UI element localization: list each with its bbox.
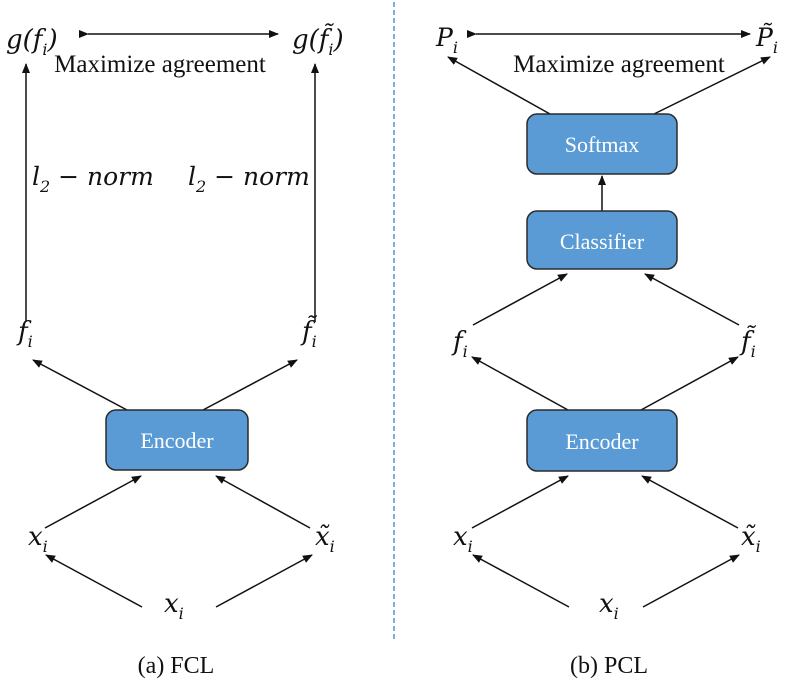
encoder-box (526, 409, 678, 472)
encoder-to-f-arrow (471, 356, 569, 411)
g-f-i-label: g(fi) (6, 25, 58, 59)
g-f-tilde-i-label: g(f̃i) (292, 23, 344, 59)
maximize-agreement-label: Maximize agreement (54, 51, 266, 78)
softmax-to-p-tilde-arrow (653, 56, 771, 115)
feature-f-i-label: fi (451, 327, 468, 361)
l2-norm-label-left: l2 − norm (32, 162, 154, 196)
encoder-label: Encoder (140, 428, 214, 453)
p-tilde-i-label: P̃i (755, 23, 778, 57)
encoder-box (105, 409, 249, 471)
input-x-i-label: xi (164, 589, 184, 623)
panel-fcl: g(fi) g(f̃i) Maximize agreement l2 − nor… (6, 23, 344, 679)
softmax-to-p-arrow (447, 56, 551, 115)
encoder-to-f-tilde-arrow (640, 356, 739, 411)
softmax-label: Softmax (565, 132, 640, 157)
l2-norm-label-right: l2 − norm (188, 162, 310, 196)
x-to-encoder-arrow (471, 475, 569, 529)
x-tilde-to-encoder-arrow (215, 475, 311, 529)
f-to-classifier-arrow (472, 273, 568, 326)
classifier-box (526, 210, 678, 270)
softmax-box (526, 113, 678, 175)
view-x-tilde-i-label: x̃i (315, 522, 335, 556)
p-i-label: Pi (435, 23, 458, 57)
feature-f-i-label: fi (16, 317, 33, 351)
x-to-encoder-arrow (44, 475, 142, 529)
f-tilde-to-classifier-arrow (644, 273, 740, 326)
view-x-i-label: xi (453, 522, 473, 556)
view-x-tilde-i-label: x̃i (741, 522, 761, 556)
input-to-x-arrow (45, 554, 143, 608)
feature-f-tilde-i-label: f̃i (739, 325, 757, 361)
input-to-x-tilde-arrow (642, 554, 740, 608)
input-to-x-tilde-arrow (215, 554, 313, 608)
panel-pcl: Pi P̃i Maximize agreement Softmax Classi… (435, 23, 778, 679)
classifier-label: Classifier (560, 229, 645, 254)
encoder-to-f-tilde-arrow (202, 359, 298, 411)
view-x-i-label: xi (28, 522, 48, 556)
encoder-to-f-arrow (32, 359, 128, 411)
caption-pcl: (b) PCL (570, 653, 648, 679)
maximize-agreement-label: Maximize agreement (513, 51, 725, 78)
input-x-i-label: xi (599, 589, 619, 623)
encoder-label: Encoder (565, 429, 639, 454)
x-tilde-to-encoder-arrow (641, 475, 739, 529)
input-to-x-arrow (472, 554, 570, 608)
caption-fcl: (a) FCL (138, 653, 215, 679)
